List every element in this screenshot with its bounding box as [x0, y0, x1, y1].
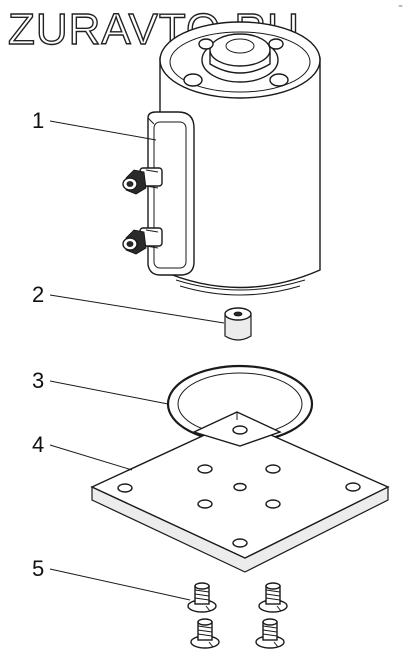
callout-label-3: 3	[32, 368, 44, 393]
screw	[187, 582, 217, 613]
top-stud-back-left	[198, 38, 214, 50]
callout-4: 4	[32, 432, 133, 471]
screw	[255, 618, 285, 649]
terminal-box-panel	[153, 121, 187, 269]
plate-hole	[233, 482, 247, 492]
screw	[190, 618, 220, 649]
part-1-solenoid	[122, 21, 321, 296]
cylinder-top-inner	[169, 31, 311, 93]
terminal-lower	[122, 227, 163, 255]
top-boss-cap	[209, 33, 271, 67]
callout-3: 3	[32, 368, 169, 405]
terminal-upper	[122, 167, 163, 195]
callout-2: 2	[32, 282, 225, 324]
callout-label-4: 4	[32, 432, 44, 457]
leader-line-4	[49, 444, 133, 471]
callout-label-1: 1	[32, 108, 44, 133]
terminal-box-edge	[147, 117, 155, 125]
corner-mark: ≈	[398, 3, 403, 10]
leader-line-3	[49, 380, 169, 405]
plate-hole	[345, 482, 361, 492]
screw	[258, 582, 288, 613]
plate-hole	[197, 464, 213, 474]
terminal-box	[147, 111, 195, 276]
callout-label-2: 2	[32, 282, 44, 307]
leader-line-2	[49, 294, 225, 324]
part-5-screws	[187, 582, 288, 649]
callout-5: 5	[32, 556, 191, 601]
plate-hole	[265, 464, 281, 474]
leader-line-5	[49, 568, 191, 601]
callout-1: 1	[32, 108, 157, 141]
top-boss-hole	[225, 38, 255, 54]
plate-hole	[197, 499, 213, 509]
plate-hole	[265, 499, 281, 509]
top-stud-left	[183, 73, 203, 87]
top-stud-right	[269, 73, 289, 87]
cylinder-bottom-rim-2	[179, 285, 301, 296]
plate-hole	[117, 483, 133, 493]
leader-line-1	[49, 120, 157, 141]
part-4-mounting-plate	[90, 411, 390, 573]
part-2-bushing	[224, 307, 252, 341]
plate-hole	[232, 538, 248, 548]
callout-label-5: 5	[32, 556, 44, 581]
cylinder-bottom-rim	[175, 279, 306, 291]
top-stud-back-right	[268, 38, 284, 50]
